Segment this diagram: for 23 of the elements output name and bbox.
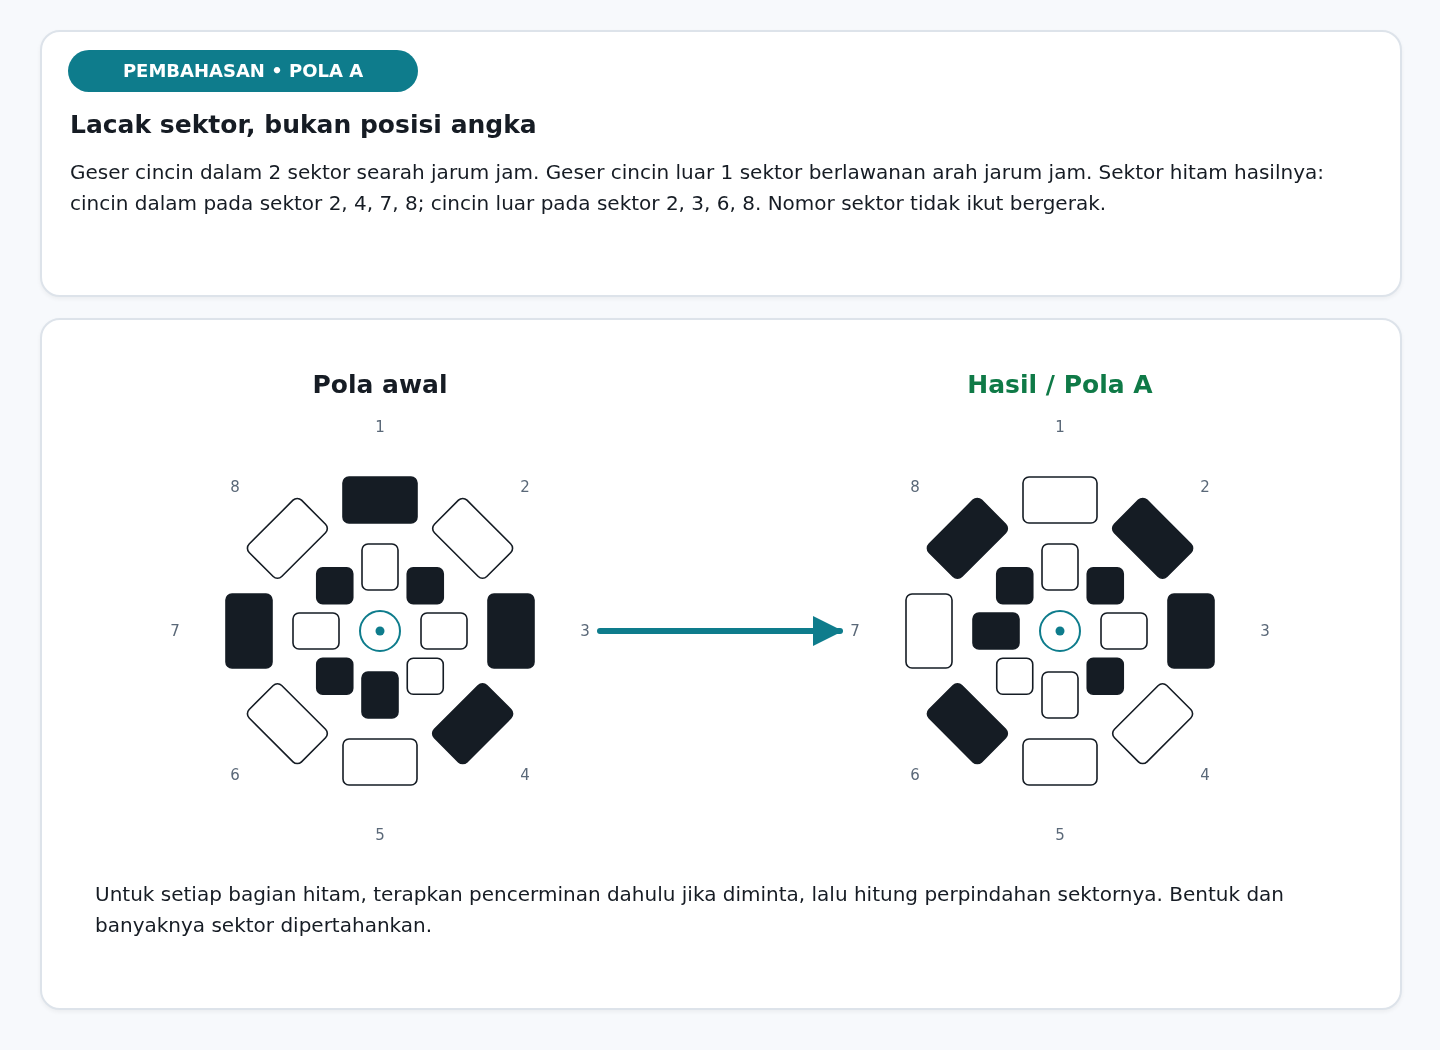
sector-number: 2 [519,477,531,497]
dial-title: Hasil / Pola A [966,370,1154,399]
note-text: Untuk setiap bagian hitam, terapkan pencerminan dahulu jika diminta, lalu hitung perpindahan sektornya. Bentuk dan banyaknya sektor dipertahankan. [95,881,1285,939]
sector-number: 8 [229,477,241,497]
sector-number: 6 [229,765,241,785]
heading: Lacak sektor, bukan posisi angka [70,110,537,139]
sector-number: 7 [169,621,181,641]
sector-number: 4 [519,765,531,785]
section-badge: PEMBAHASAN • POLA A [68,50,418,92]
sector-number: 8 [909,477,921,497]
dial-title: Pola awal [311,370,449,399]
sector-number: 3 [1259,621,1271,641]
arrow [597,616,843,646]
sector-number: 1 [374,417,386,437]
sector-number: 5 [1054,825,1066,845]
sector-number: 6 [909,765,921,785]
sector-number: 7 [849,621,861,641]
sector-number: 2 [1199,477,1211,497]
sector-number: 4 [1199,765,1211,785]
sector-number: 3 [579,621,591,641]
sector-number: 1 [1054,417,1066,437]
sector-number: 5 [374,825,386,845]
description-text: Geser cincin dalam 2 sektor searah jarum jam. Geser cincin luar 1 sektor berlawanan arah jarum jam. Sektor hitam hasilnya: cincin dalam pada sektor 2, 4, 7, 8; cincin luar pada sektor 2, 3, 6, 8. Nomor sektor tidak ikut bergerak. [70,159,1325,217]
